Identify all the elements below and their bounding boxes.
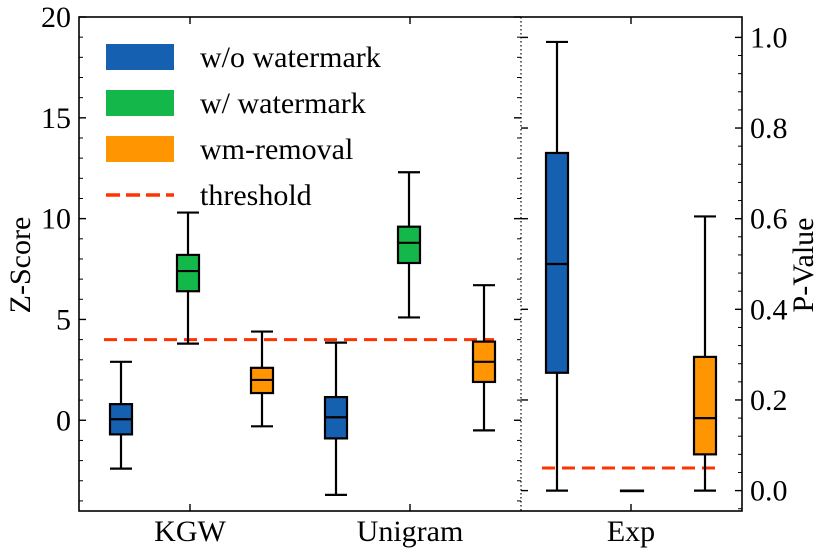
x-tick-label-exp: Exp <box>607 515 655 548</box>
box-kgw-w-watermark <box>175 211 201 345</box>
right-tick-label: 0.8 <box>750 112 788 145</box>
box-body <box>692 355 718 456</box>
left-axis-label: Z-Score <box>4 217 37 314</box>
box-body <box>396 225 422 265</box>
box-kgw-wm-removal <box>249 330 275 428</box>
box-body <box>175 253 201 293</box>
legend-swatch <box>106 136 174 162</box>
legend-label: w/o watermark <box>200 41 381 74</box>
legend-label: threshold <box>200 179 312 212</box>
left-tick-label: 20 <box>41 1 71 34</box>
legend-swatch <box>106 44 174 70</box>
box-exp-w-o-watermark <box>544 40 570 492</box>
legend: w/o watermark w/ watermark wm-removal thres… <box>106 41 381 212</box>
legend-swatch <box>106 90 174 116</box>
right-tick-label: 1.0 <box>750 21 788 54</box>
box-unigram-w-o-watermark <box>323 341 349 496</box>
right-axis-label: P-Value <box>787 218 820 313</box>
left-tick-label: 0 <box>56 404 71 437</box>
left-tick-label: 15 <box>41 102 71 135</box>
box-exp-wm-removal <box>692 215 718 492</box>
plot-area <box>104 40 718 496</box>
legend-label: wm-removal <box>200 133 353 166</box>
legend-label: w/ watermark <box>200 87 366 120</box>
left-tick-label: 10 <box>41 203 71 236</box>
right-tick-label: 0.6 <box>750 203 788 236</box>
box-unigram-w-watermark <box>396 171 422 319</box>
box-exp-w-watermark <box>619 489 645 493</box>
right-tick-label: 0.0 <box>750 475 788 508</box>
right-tick-label: 0.2 <box>750 384 788 417</box>
x-tick-label-kgw: KGW <box>154 515 226 548</box>
box-kgw-w-o-watermark <box>108 360 134 470</box>
box-body <box>544 151 570 374</box>
left-tick-label: 5 <box>56 303 71 336</box>
x-tick-label-unigram: Unigram <box>357 515 464 548</box>
right-tick-label: 0.4 <box>750 293 788 326</box>
box-unigram-wm-removal <box>471 284 497 432</box>
